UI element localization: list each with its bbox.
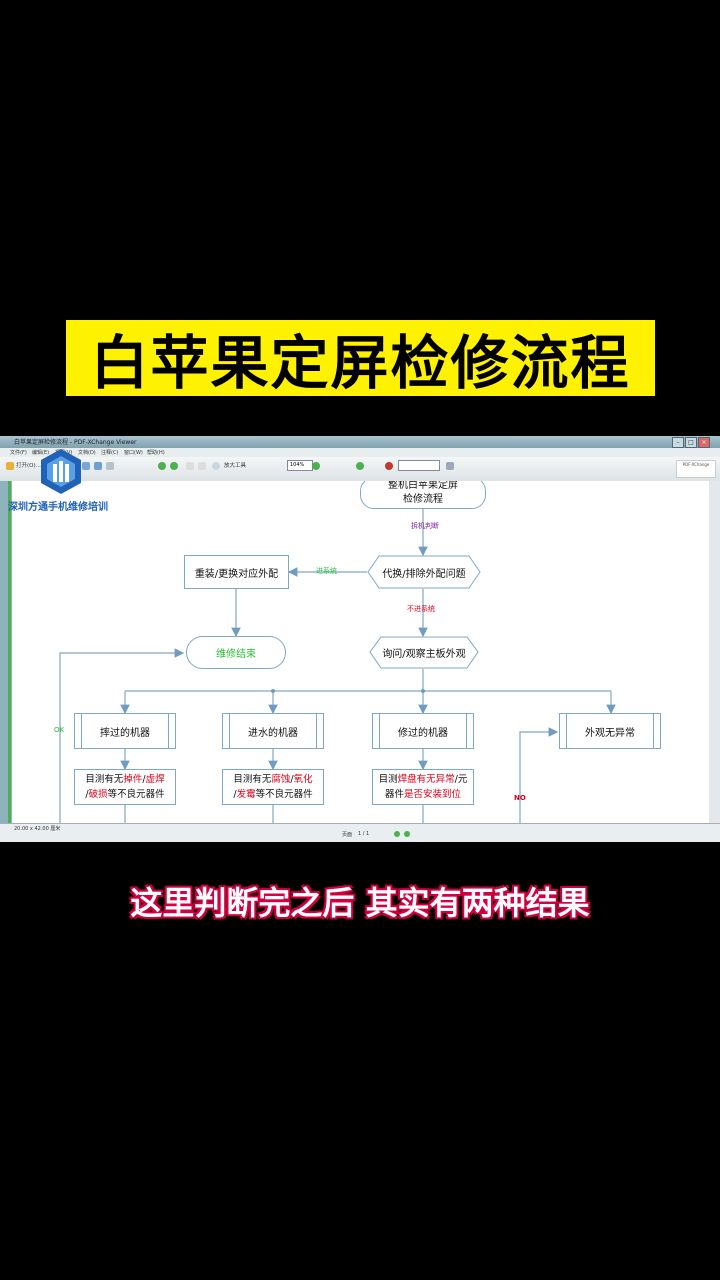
page-number[interactable]: 1 / 1: [358, 831, 370, 837]
detail-highlight: 焊盘有无异常: [397, 774, 455, 785]
edge-label-teardown: 拆机判断: [411, 522, 439, 530]
branch-normal: 外观无异常: [559, 713, 661, 749]
branch-dropped-detail: 目测有无掉件/虚焊 /破损等不良元器件: [74, 769, 176, 805]
detail-highlight: 发霉: [236, 789, 256, 800]
edge-label-no: NO: [514, 794, 526, 802]
video-subtitle: 这里判断完之后 其实有两种结果: [130, 884, 590, 922]
back-icon[interactable]: [158, 462, 166, 470]
flow-repair-end: 维修结束: [186, 636, 286, 669]
detail-text: /元 器件: [384, 774, 468, 800]
menu-document[interactable]: 文档(D): [78, 450, 96, 456]
page-label: 页面: [342, 832, 353, 838]
hand-tool-icon[interactable]: [186, 462, 194, 470]
detail-highlight: 破损: [88, 789, 108, 800]
edge-label-ok: OK: [54, 726, 65, 734]
vertical-scrollbar[interactable]: [709, 481, 720, 823]
flow-reassemble: 重装/更换对应外配: [184, 555, 289, 589]
banner-title: 白苹果定屏检修流程: [90, 329, 631, 397]
minimize-icon[interactable]: –: [672, 437, 684, 448]
detail-text: /: [85, 789, 89, 800]
check-assembly-label: 代换/排除外配问题: [382, 568, 466, 580]
page-size: 20.00 x 42.00 厘米: [14, 826, 61, 832]
open-folder-icon[interactable]: [6, 462, 14, 470]
flow-connectors: [59, 509, 616, 823]
detail-text: /: [290, 774, 294, 785]
zoom-tool-label[interactable]: 放大工具: [224, 463, 247, 469]
flow-start: 整机白苹果定屏 检修流程: [360, 481, 486, 509]
inquire-label: 询问/观察主板外观: [382, 649, 466, 660]
logo-icon: PDF-XChange: [676, 460, 716, 478]
save-icon[interactable]: [94, 462, 102, 470]
branch-dropped: 摔过的机器: [74, 713, 176, 749]
detail-text: 目测: [378, 774, 398, 785]
search-input[interactable]: [398, 460, 440, 471]
detail-highlight: 是否安装到位: [403, 789, 461, 800]
branch-water: 进水的机器: [222, 713, 324, 749]
detail-highlight: 虚焊: [145, 774, 165, 785]
pdf-viewer-window: 白苹果定屏检修流程 - PDF-XChange Viewer – □ × 文件(…: [0, 436, 720, 842]
title-banner: 白苹果定屏检修流程: [66, 320, 655, 397]
menu-comment[interactable]: 注释(C): [101, 450, 119, 456]
branch-repaired-detail: 目测焊盘有无异常/元 器件是否安装到位: [372, 769, 474, 805]
toolbar: 打开(O)... 放大工具 104% PDF-XChange: [0, 457, 720, 482]
zoom-input[interactable]: 104%: [287, 460, 313, 471]
last-page-icon[interactable]: [404, 831, 410, 837]
next-page-icon[interactable]: [394, 831, 400, 837]
brand-caption: 深圳方通手机维修培训: [8, 502, 108, 513]
print-icon[interactable]: [82, 462, 90, 470]
edge-label-no-boot: 不进系统: [407, 605, 435, 613]
detail-text: 等不良元器件: [255, 789, 313, 800]
menu-window[interactable]: 窗口(W): [124, 450, 143, 456]
detail-highlight: 氧化: [293, 774, 313, 785]
edge-label-boots: 进系统: [316, 567, 337, 575]
detail-text: /: [233, 789, 237, 800]
detail-highlight: 腐蚀: [271, 774, 291, 785]
detail-text: 等不良元器件: [107, 789, 165, 800]
rotate-icon[interactable]: [356, 462, 364, 470]
branch-water-detail: 目测有无腐蚀/氧化 /发霉等不良元器件: [222, 769, 324, 805]
window-titlebar: 白苹果定屏检修流程 - PDF-XChange Viewer – □ ×: [0, 436, 720, 448]
find-next-icon[interactable]: [446, 462, 454, 470]
close-icon[interactable]: ×: [698, 437, 710, 448]
menu-edit[interactable]: 编辑(E): [32, 450, 50, 456]
flow-check-assembly: 代换/排除外配问题: [367, 555, 481, 589]
detail-highlight: 掉件: [123, 774, 143, 785]
zoom-in-icon[interactable]: [312, 462, 320, 470]
brand-watermark: [6, 447, 116, 512]
maximize-icon[interactable]: □: [685, 437, 697, 448]
window-title: 白苹果定屏检修流程 - PDF-XChange Viewer: [14, 439, 137, 446]
document-canvas: 整机白苹果定屏 检修流程 拆机判断 代换/排除外配问题 进系统 重装/更换对应外…: [12, 481, 709, 823]
flow-inquire: 询问/观察主板外观: [369, 636, 479, 669]
menu-file[interactable]: 文件(F): [10, 450, 27, 456]
select-tool-icon[interactable]: [198, 462, 206, 470]
detail-text: /: [142, 774, 146, 785]
forward-icon[interactable]: [170, 462, 178, 470]
detail-text: 目测有无: [85, 774, 124, 785]
mail-icon[interactable]: [106, 462, 114, 470]
zoom-tool-icon[interactable]: [212, 462, 220, 470]
menu-help[interactable]: 帮助(H): [147, 450, 165, 456]
search-icon[interactable]: [385, 462, 393, 470]
status-bar: 20.00 x 42.00 厘米 页面 1 / 1: [0, 823, 720, 842]
branch-repaired: 修过的机器: [372, 713, 474, 749]
brand-logo-icon: [41, 449, 81, 494]
detail-text: 目测有无: [233, 774, 272, 785]
left-panel: [0, 481, 12, 823]
open-button[interactable]: 打开(O)...: [16, 463, 41, 469]
